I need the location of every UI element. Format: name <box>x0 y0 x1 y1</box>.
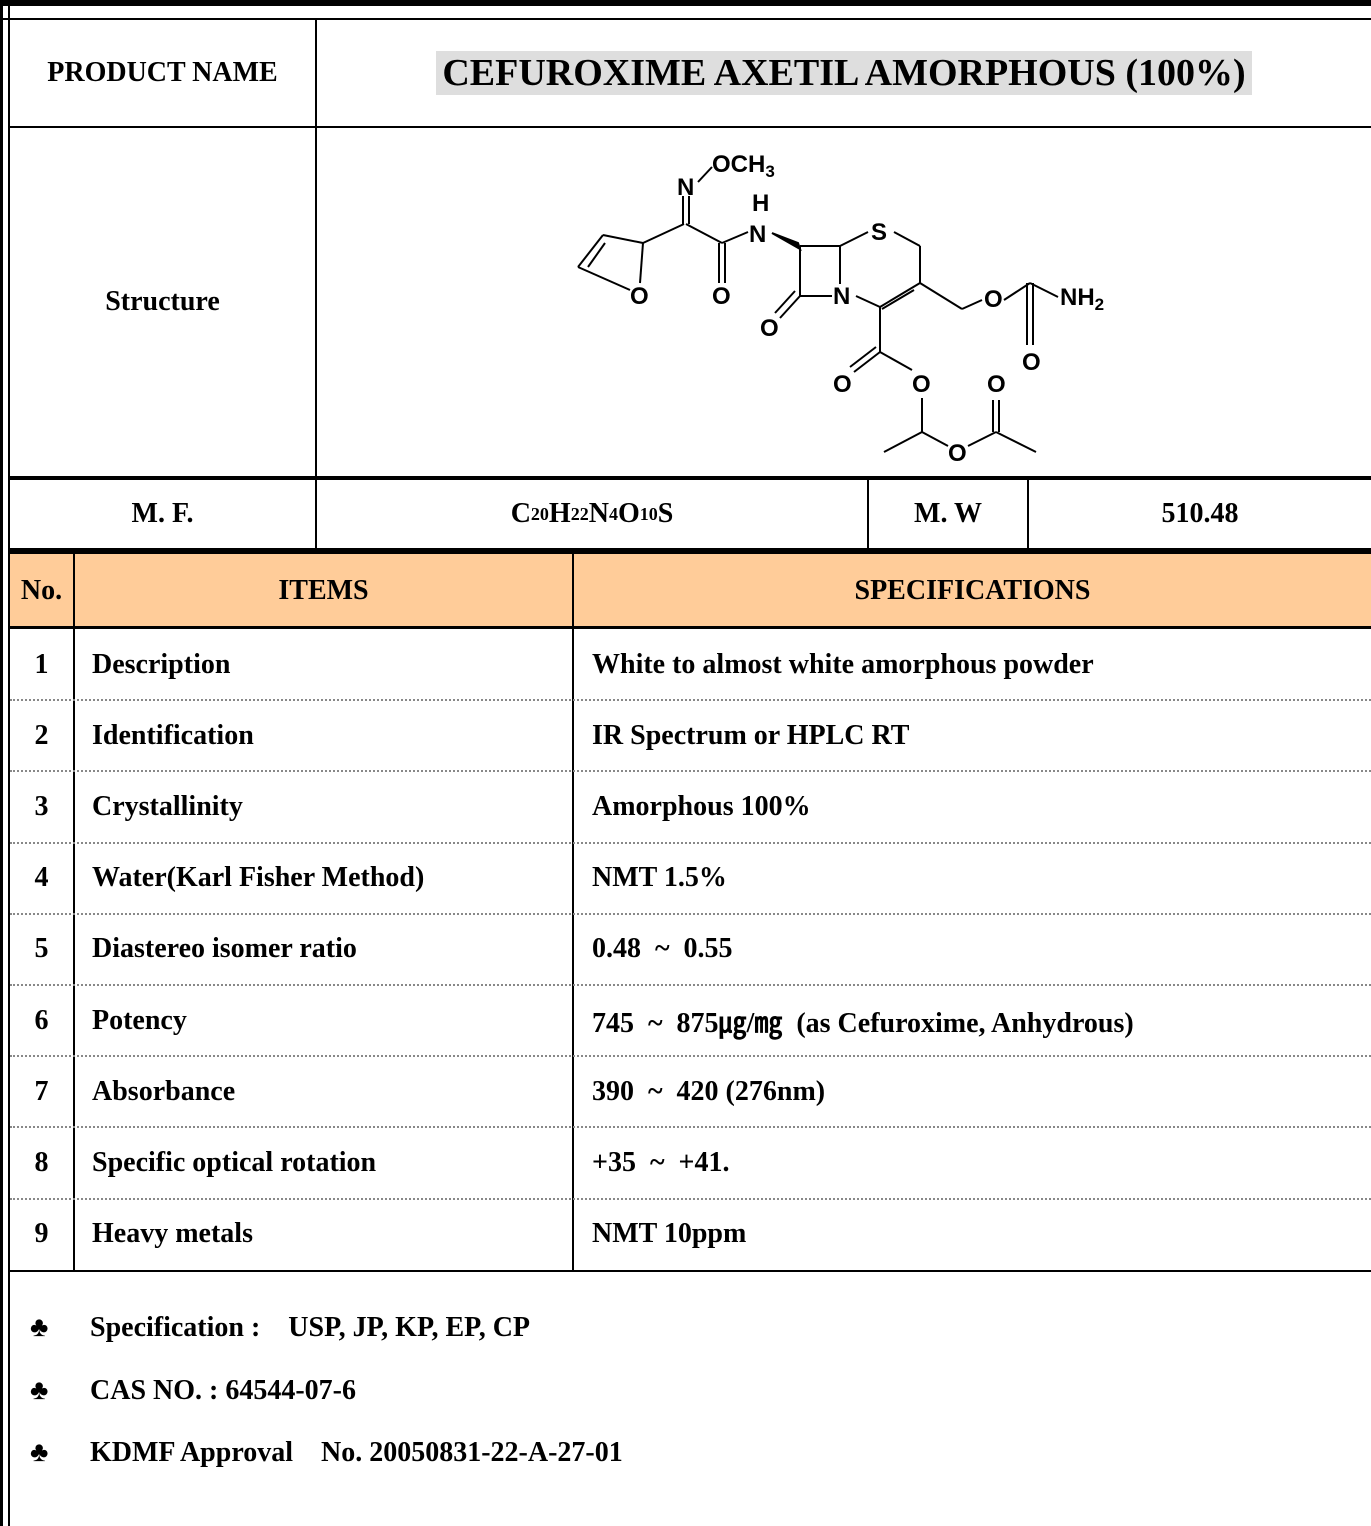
header-items: ITEMS <box>278 575 369 606</box>
note-text: CAS NO. : 64544-07-6 <box>90 1375 356 1406</box>
row-number: 7 <box>34 1075 49 1107</box>
header-no: No. <box>20 575 63 606</box>
row-number: 1 <box>34 648 49 680</box>
row-divider <box>10 841 1371 844</box>
divider <box>1027 480 1029 548</box>
atom-label: O <box>912 371 931 398</box>
divider <box>10 1270 1371 1272</box>
atom-label: O <box>984 286 1003 313</box>
row-spec: 745 ~ 875㎍/㎎ (as Cefuroxime, Anhydrous) <box>592 1007 1134 1039</box>
divider <box>315 480 317 548</box>
row-item: Description <box>92 648 231 680</box>
row-item: Diastereo isomer ratio <box>92 933 357 965</box>
row-spec: NMT 10ppm <box>592 1218 747 1250</box>
row-divider <box>10 770 1371 773</box>
atom-label: NH2 <box>1060 284 1104 314</box>
row-divider <box>10 984 1371 986</box>
divider <box>10 548 1371 554</box>
club-icon: ♣ <box>30 1375 49 1406</box>
row-number: 9 <box>34 1218 49 1250</box>
row-divider <box>10 699 1371 702</box>
row-spec: 390 ~ 420 (276nm) <box>592 1075 826 1107</box>
row-spec: 0.48 ~ 0.55 <box>592 933 733 965</box>
row-item: Heavy metals <box>92 1218 253 1250</box>
row-item: Absorbance <box>92 1075 236 1107</box>
atom-label: O <box>712 283 731 310</box>
note-item: ♣ Specification : USP, JP, KP, EP, CP <box>30 1308 530 1348</box>
row-divider <box>10 912 1371 915</box>
note-item: ♣ KDMF Approval No. 20050831-22-A-27-01 <box>30 1433 623 1473</box>
mw-value: 510.48 <box>1161 498 1239 529</box>
row-spec: IR Spectrum or HPLC RT <box>592 719 910 751</box>
row-number: 4 <box>34 862 49 894</box>
chemical-structure: N OCH3 H N S O O O N O NH2 O O O O O <box>577 151 1104 467</box>
note-text: KDMF Approval No. 20050831-22-A-27-01 <box>90 1437 623 1468</box>
row-divider <box>10 1055 1371 1058</box>
row-spec: White to almost white amorphous powder <box>592 648 1094 680</box>
atom-label: O <box>1022 349 1041 376</box>
top-border <box>0 0 1371 20</box>
product-name: CEFUROXIME AXETIL AMORPHOUS (100%) <box>436 51 1252 95</box>
divider <box>10 126 1371 128</box>
row-item: Identification <box>92 719 254 751</box>
structure-label: Structure <box>105 286 220 317</box>
atom-label: N <box>749 221 766 248</box>
atom-label: O <box>948 440 967 467</box>
product-name-label: PRODUCT NAME <box>47 57 278 88</box>
table-header-row <box>10 554 1371 628</box>
atom-label: OCH3 <box>712 151 775 181</box>
divider <box>315 20 317 478</box>
divider <box>867 480 869 548</box>
row-divider <box>10 1197 1371 1200</box>
atom-label: N <box>677 174 694 201</box>
atom-label: H <box>752 190 769 217</box>
mf-label: M. F. <box>131 498 194 529</box>
row-item: Water(Karl Fisher Method) <box>92 862 425 894</box>
divider <box>10 476 1371 480</box>
atom-label: S <box>871 219 887 246</box>
header-specifications: SPECIFICATIONS <box>854 575 1091 606</box>
row-spec: +35 ~ +41. <box>592 1146 730 1178</box>
product-name-cell: CEFUROXIME AXETIL AMORPHOUS (100%) <box>317 20 1371 126</box>
left-border <box>0 0 10 1526</box>
mw-label: M. W <box>914 498 982 529</box>
row-spec: Amorphous 100% <box>592 790 811 822</box>
club-icon: ♣ <box>30 1312 49 1343</box>
note-item: ♣ CAS NO. : 64544-07-6 <box>30 1371 356 1411</box>
row-number: 6 <box>34 1004 49 1036</box>
note-text: Specification : USP, JP, KP, EP, CP <box>90 1312 531 1343</box>
row-item: Crystallinity <box>92 790 243 822</box>
atom-label: O <box>760 315 779 342</box>
row-number: 2 <box>34 719 49 751</box>
divider <box>572 554 574 1270</box>
atom-label: O <box>630 283 649 310</box>
row-item: Potency <box>92 1004 187 1036</box>
atom-label: O <box>987 371 1006 398</box>
row-divider <box>10 1126 1371 1129</box>
row-number: 5 <box>34 933 49 965</box>
row-number: 8 <box>34 1146 49 1178</box>
row-item: Specific optical rotation <box>92 1146 377 1178</box>
atom-label: N <box>833 283 850 310</box>
divider <box>10 626 1371 629</box>
atom-label: O <box>833 371 852 398</box>
row-spec: NMT 1.5% <box>592 862 727 894</box>
divider <box>73 554 75 1270</box>
club-icon: ♣ <box>30 1437 49 1468</box>
row-number: 3 <box>34 790 49 822</box>
